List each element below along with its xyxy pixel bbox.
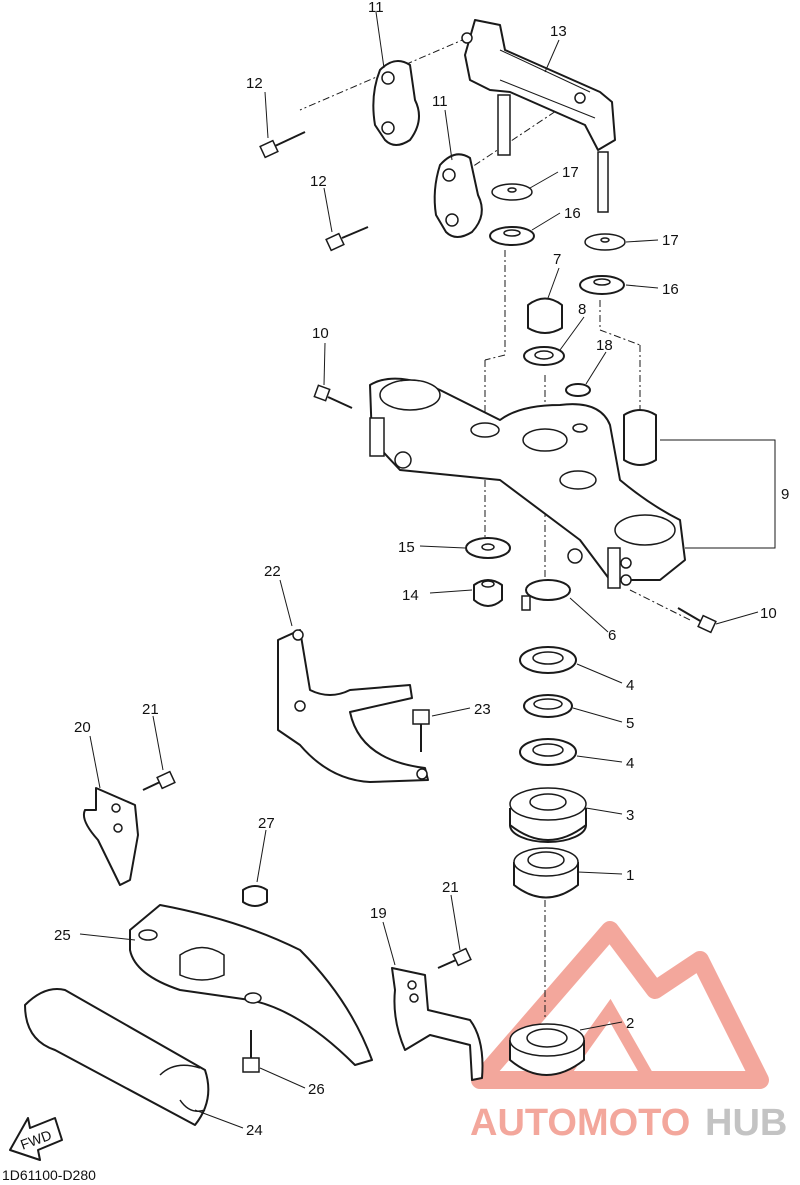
protector-24 (24, 988, 210, 1126)
bracket-22 (277, 629, 429, 783)
callout-numbers: 11 12 13 11 12 17 16 17 16 7 8 18 10 9 1… (54, 0, 789, 1139)
callout-24: 24 (246, 1122, 263, 1139)
washer-15 (465, 537, 511, 559)
callout-12-lower: 12 (310, 173, 327, 190)
callout-leaders (79, 11, 776, 1129)
callout-15: 15 (398, 539, 415, 556)
stay-20 (82, 787, 139, 886)
callout-16-right: 16 (662, 281, 679, 298)
callout-26: 26 (308, 1081, 325, 1098)
callout-17-left: 17 (562, 164, 579, 181)
callout-12-top: 12 (246, 75, 263, 92)
callout-21-right: 21 (442, 879, 459, 896)
grommet-27 (242, 885, 268, 907)
bearing-1 (513, 847, 579, 899)
callout-14: 14 (402, 587, 419, 604)
callout-23: 23 (474, 701, 491, 718)
ring-nut-4b (519, 738, 577, 766)
lock-washer-6 (521, 579, 571, 611)
plug-18 (565, 383, 591, 397)
damper-16b (579, 275, 625, 295)
callout-11-top: 11 (368, 0, 384, 16)
screw-26 (242, 1030, 260, 1073)
steering-cap-nut-7 (527, 297, 563, 334)
bolt-23 (412, 709, 430, 752)
bearing-2 (509, 1023, 585, 1076)
callout-20: 20 (74, 719, 91, 736)
screw-21b (437, 947, 472, 969)
callout-17-right: 17 (662, 232, 679, 249)
screw-21a (142, 770, 176, 791)
damper-16a (489, 226, 535, 246)
rubber-washer-5 (523, 694, 573, 718)
callout-27: 27 (258, 815, 275, 832)
handlebar-cap-11a (372, 60, 420, 146)
callout-11-lower: 11 (432, 93, 448, 110)
bolt-10b (677, 607, 717, 634)
callout-13: 13 (550, 23, 567, 40)
fwd-arrow-icon: FWD (9, 1117, 63, 1161)
callout-3: 3 (626, 807, 634, 824)
watermark-text-secondary: HUB (705, 1102, 787, 1144)
callout-5: 5 (626, 715, 634, 732)
nut-14 (473, 579, 503, 607)
callout-10-left: 10 (312, 325, 329, 342)
watermark-text-primary: AUTOMOTO (470, 1102, 690, 1144)
stay-19 (391, 967, 484, 1081)
washer-17b (584, 233, 626, 251)
callout-18: 18 (596, 337, 613, 354)
callout-2: 2 (626, 1015, 634, 1032)
callout-6: 6 (608, 627, 616, 644)
callout-10-right: 10 (760, 605, 777, 622)
callout-7: 7 (553, 251, 561, 268)
callout-19: 19 (370, 905, 387, 922)
callout-1: 1 (626, 867, 634, 884)
bolt-12b (325, 226, 369, 252)
handlebar-holder-13 (461, 19, 616, 213)
bracket-bush (623, 409, 657, 466)
callout-4-upper: 4 (626, 677, 634, 694)
callout-21-left: 21 (142, 701, 159, 718)
washer-17a (491, 183, 533, 201)
ring-nut-4a (519, 646, 577, 674)
callout-25: 25 (54, 927, 71, 944)
callout-4-lower: 4 (626, 755, 634, 772)
bearing-cover-3 (509, 787, 587, 843)
callout-16-left: 16 (564, 205, 581, 222)
washer-8 (523, 346, 565, 366)
bolt-12a (259, 131, 306, 159)
bolt-10a (313, 384, 353, 409)
callout-9: 9 (781, 486, 789, 503)
handlebar-cap-11b (433, 153, 483, 238)
upper-bracket-9 (369, 377, 686, 589)
callout-22: 22 (264, 563, 281, 580)
diagram-reference-code: 1D61100-D280 (2, 1167, 96, 1183)
callout-8: 8 (578, 301, 586, 318)
cover-25 (129, 904, 373, 1066)
